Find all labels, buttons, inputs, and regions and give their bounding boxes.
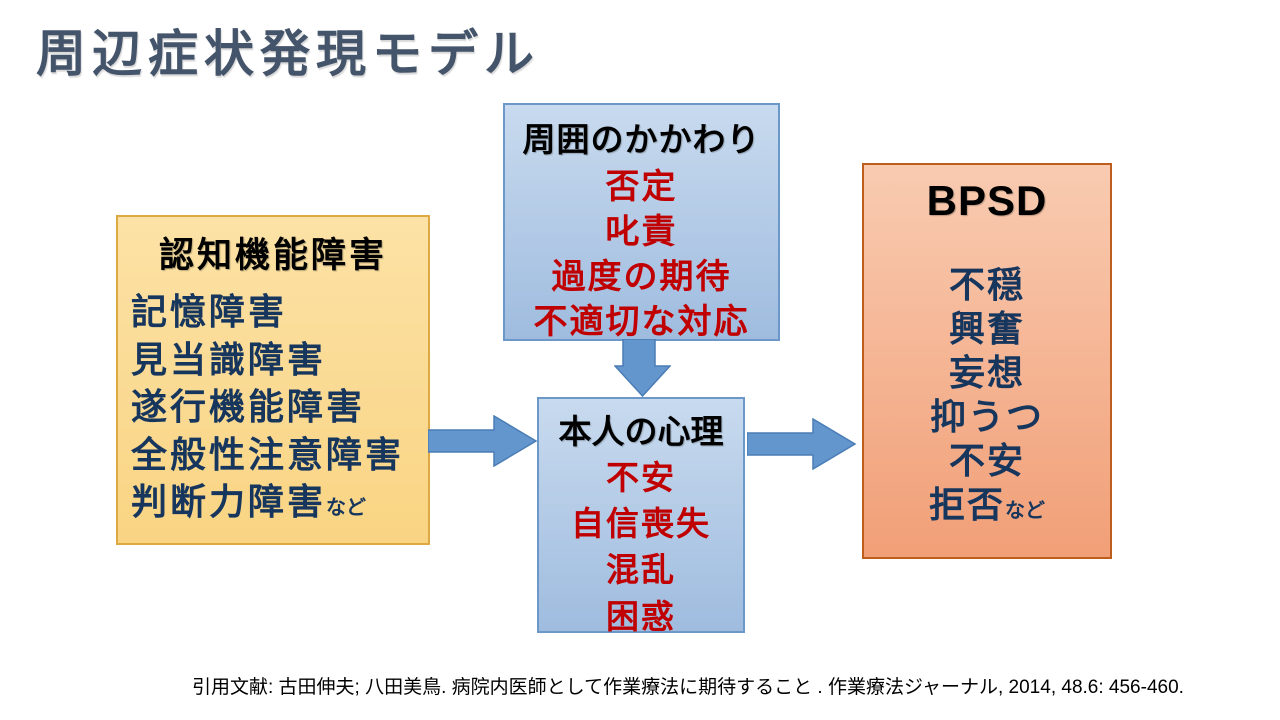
etc-suffix: など (1005, 499, 1045, 522)
list-item: 過度の期待 (551, 257, 732, 296)
list-item: 興奮 (948, 307, 1025, 349)
bpsd-box: BPSD 不穏 興奮 妄想 抑うつ 不安 拒否など (862, 163, 1112, 559)
surroundings-box-header: 周囲のかかわり (522, 121, 761, 158)
citation-text: 引用文献: 古田伸夫; 八田美鳥. 病院内医師として作業療法に期待すること . … (192, 677, 1184, 698)
list-item: 不穏 (948, 264, 1025, 305)
list-item: 叱責 (605, 212, 678, 251)
list-item: 拒否など (864, 483, 1110, 527)
cognitive-box-items: 記憶障害 見当識障害 遂行機能障害 全般性注意障害 判断力障害など (118, 278, 428, 526)
surroundings-box: 周囲のかかわり 否定 叱責 過度の期待 不適切な対応 (503, 103, 780, 341)
arrow-right-icon (747, 418, 857, 470)
surroundings-box-items: 否定 叱責 過度の期待 不適切な対応 (505, 161, 778, 345)
psychology-box-items: 不安 自信喪失 混乱 困惑 (539, 453, 743, 640)
page-title: 周辺症状発現モデル (36, 26, 540, 82)
list-item: 自信喪失 (571, 505, 711, 543)
list-item: 不適切な対応 (533, 302, 750, 341)
list-item: 抑うつ (929, 395, 1044, 437)
cognitive-box-header: 認知機能障害 (158, 236, 387, 275)
list-item: 混乱 (606, 551, 676, 589)
list-item: 遂行機能障害 (131, 386, 366, 428)
psychology-box-header: 本人の心理 (558, 413, 724, 450)
list-item: 不安 (606, 459, 676, 496)
list-item: 全般性注意障害 (131, 433, 405, 475)
list-item-text: 判断力障害 (131, 481, 327, 523)
list-item: 見当識障害 (131, 338, 327, 380)
arrow-right-icon (428, 415, 538, 467)
list-item: 不安 (948, 439, 1025, 481)
arrow-down-icon (614, 339, 671, 397)
list-item: 困惑 (606, 597, 676, 635)
bpsd-box-items: 不穏 興奮 妄想 抑うつ 不安 拒否など (864, 225, 1110, 526)
list-item: 妄想 (948, 351, 1025, 393)
psychology-box: 本人の心理 不安 自信喪失 混乱 困惑 (537, 397, 745, 635)
bpsd-box-header: BPSD (926, 177, 1048, 224)
list-item-text: 拒否 (928, 483, 1005, 525)
list-item: 否定 (605, 168, 678, 206)
list-item: 記憶障害 (131, 291, 288, 332)
cognitive-impairment-box: 認知機能障害 記憶障害 見当識障害 遂行機能障害 全般性注意障害 判断力障害など (116, 215, 430, 545)
etc-suffix: など (326, 497, 367, 520)
list-item: 判断力障害など (131, 478, 428, 526)
